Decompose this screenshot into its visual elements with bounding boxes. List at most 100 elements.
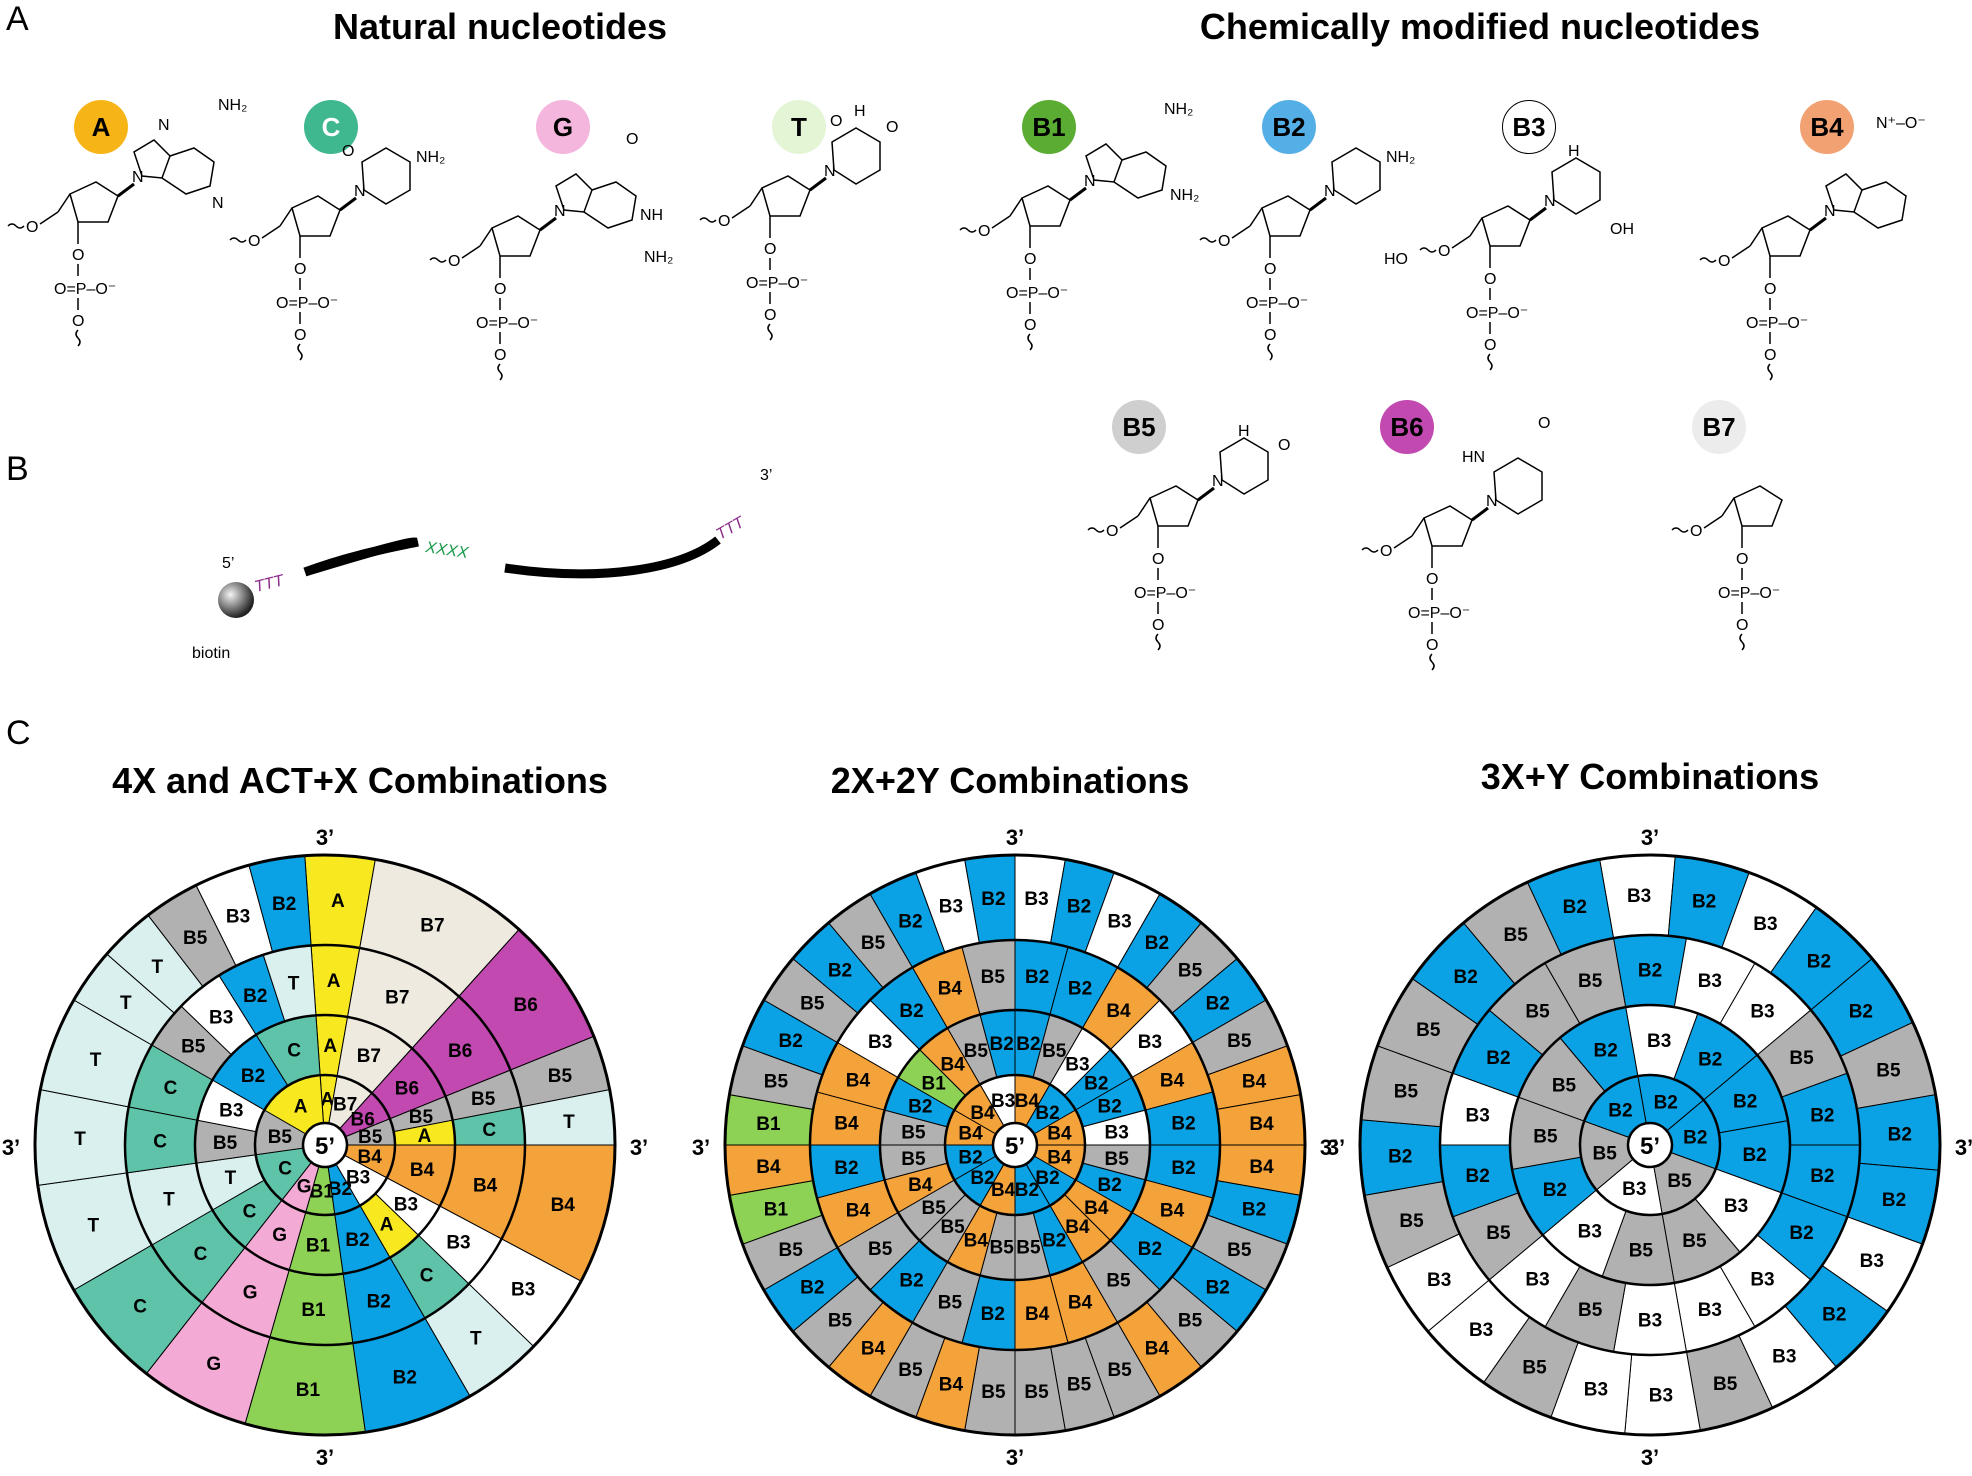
sugar-ring bbox=[291, 195, 341, 237]
segment-label: B4 bbox=[1145, 1338, 1170, 1359]
segment-label: C bbox=[153, 1131, 167, 1152]
segment-label: B5 bbox=[779, 1240, 804, 1261]
segment-label: B2 bbox=[1742, 1145, 1766, 1166]
segment-label: B5 bbox=[1399, 1211, 1424, 1232]
segment-label: B4 bbox=[1160, 1071, 1185, 1092]
nitrogen-n1: N bbox=[554, 203, 566, 220]
segment-label: B4 bbox=[1047, 1148, 1072, 1169]
segment-label: B2 bbox=[1454, 967, 1478, 988]
segment-label: B5 bbox=[1522, 1357, 1547, 1378]
segment-label: B5 bbox=[938, 1293, 963, 1314]
segment-label: B1 bbox=[310, 1182, 335, 1203]
segment-label: B2 bbox=[367, 1292, 391, 1313]
segment-label: B5 bbox=[1227, 1031, 1252, 1052]
ring-boundary bbox=[193, 1013, 457, 1277]
pyrimidine-ring bbox=[1113, 151, 1167, 199]
end-3prime-label: 3’ bbox=[1955, 1135, 1972, 1160]
segment-label: B6 bbox=[514, 995, 538, 1016]
amine: NH₂ bbox=[1164, 101, 1193, 118]
segment-label: B5 bbox=[1024, 1382, 1049, 1403]
phosphate-group: O=P–O⁻ bbox=[1408, 605, 1470, 622]
segment-label: B1 bbox=[764, 1200, 789, 1221]
ring-boundary bbox=[1358, 853, 1942, 1437]
segment-label: B1 bbox=[922, 1073, 947, 1094]
badge-G: G bbox=[536, 100, 590, 154]
oxygen-phosphate: O bbox=[494, 347, 506, 364]
segment-label: B2 bbox=[1698, 1050, 1722, 1071]
segment-label: B2 bbox=[834, 1158, 858, 1179]
segment-label: B2 bbox=[1068, 979, 1092, 1000]
oxygen-3prime: O bbox=[72, 247, 84, 264]
atom-label: N bbox=[158, 117, 170, 134]
segment-label: A bbox=[331, 891, 345, 912]
segment-label: B5 bbox=[1178, 1311, 1203, 1332]
segment-label: B2 bbox=[393, 1367, 417, 1388]
segment-label: B2 bbox=[981, 889, 1005, 910]
segment-label: A bbox=[294, 1097, 308, 1118]
segment-label: B3 bbox=[226, 907, 250, 928]
segment-label: A bbox=[327, 971, 341, 992]
segment-label: B4 bbox=[991, 1180, 1016, 1201]
strand-diagram: 5’ biotin TTT XXXX TTT 3’ bbox=[192, 467, 772, 662]
segment-label: B2 bbox=[1638, 961, 1662, 982]
amine: NH₂ bbox=[218, 97, 247, 114]
segment-label: B2 bbox=[1025, 967, 1049, 988]
segment-label: B2 bbox=[1888, 1125, 1912, 1146]
center-5prime: 5’ bbox=[315, 1133, 335, 1160]
segment-label: G bbox=[297, 1177, 312, 1198]
segment-label: B3 bbox=[1622, 1179, 1646, 1200]
segment-label: B5 bbox=[1629, 1240, 1654, 1261]
segment-label: B3 bbox=[1750, 1270, 1774, 1291]
segment-label: B5 bbox=[1106, 1271, 1131, 1292]
pyrimidine-ring bbox=[361, 147, 411, 205]
ring-boundary bbox=[1508, 1003, 1792, 1287]
segment-label: B3 bbox=[1698, 971, 1722, 992]
segment-label: B4 bbox=[834, 1113, 859, 1134]
segment-label: B2 bbox=[1206, 1278, 1230, 1299]
segment-label: B1 bbox=[756, 1114, 781, 1135]
sugar-ring bbox=[1761, 215, 1811, 257]
atom-label: HN bbox=[1462, 449, 1485, 466]
badge-A: A bbox=[74, 100, 128, 154]
pyrimidine-ring bbox=[1551, 157, 1601, 215]
segment-label: B5 bbox=[1667, 1171, 1692, 1192]
phosphate-group: O=P–O⁻ bbox=[1718, 585, 1780, 602]
segment-label: B2 bbox=[899, 1271, 923, 1292]
segment-label: B6 bbox=[448, 1041, 472, 1062]
segment-label: B2 bbox=[1388, 1147, 1412, 1168]
pyrimidine-ring bbox=[161, 147, 215, 195]
segment-label: B4 bbox=[1068, 1293, 1093, 1314]
phosphate-group: O=P–O⁻ bbox=[54, 281, 116, 298]
segment-label: B5 bbox=[1533, 1126, 1558, 1147]
segment-label: B4 bbox=[908, 1175, 933, 1196]
phosphate-group: O=P–O⁻ bbox=[1134, 585, 1196, 602]
imidazole-ring bbox=[555, 173, 593, 213]
segment-label: B4 bbox=[1047, 1124, 1072, 1145]
segment-label: C bbox=[420, 1266, 434, 1287]
segment-label: B3 bbox=[209, 1007, 233, 1028]
phosphate-group: O=P–O⁻ bbox=[276, 295, 338, 312]
segment-label: B5 bbox=[981, 1382, 1006, 1403]
sugar-ring bbox=[1149, 485, 1199, 527]
segment-label: T bbox=[88, 1215, 100, 1236]
end-3prime-label: 3’ bbox=[1641, 1445, 1659, 1470]
atom-label: NH bbox=[640, 207, 663, 224]
atom-label: HO bbox=[1384, 251, 1408, 268]
segment-label: B5 bbox=[922, 1198, 947, 1219]
segment-label: B3 bbox=[1638, 1311, 1662, 1332]
insert-xxxx: XXXX bbox=[423, 539, 470, 562]
segment-label: B5 bbox=[868, 1239, 893, 1260]
segment-label: B2 bbox=[908, 1096, 932, 1117]
segment-label: T bbox=[90, 1050, 102, 1071]
badge-B5: B5 bbox=[1112, 400, 1166, 454]
segment-label: T bbox=[225, 1168, 237, 1189]
oxygen-5prime: O bbox=[718, 213, 730, 230]
segment-label: B2 bbox=[1849, 1001, 1873, 1022]
segment-label: B5 bbox=[1593, 1144, 1618, 1165]
center-circle bbox=[991, 1121, 1039, 1169]
segment-label: B3 bbox=[1469, 1320, 1493, 1341]
segment-label: B5 bbox=[181, 1036, 206, 1057]
